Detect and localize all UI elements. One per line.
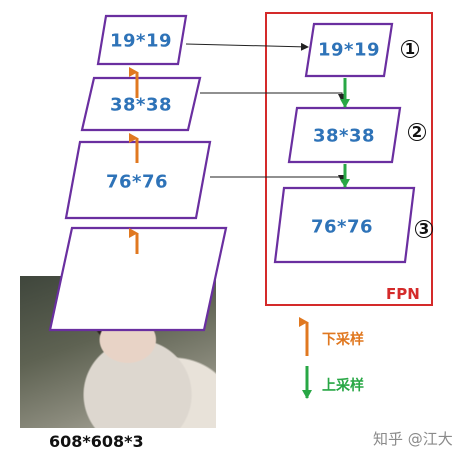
lateral-arrow-38 [200,92,346,102]
lateral-arrow-76 [210,175,346,183]
watermark: 知乎 @江大 [373,430,453,448]
fpn-box-19 [304,22,394,78]
legend-upsample-label: 上采样 [322,378,364,394]
legend-downsample-label: 下采样 [322,332,364,348]
fpn-label-76: 76*76 [310,216,374,238]
level-marker-3: 3 [415,220,433,238]
fpn-label-38: 38*38 [312,125,376,147]
level-marker-1: 1 [401,40,419,58]
left-label-76: 76*76 [105,171,169,193]
fpn-box-38 [287,106,402,164]
left-label-38: 38*38 [109,94,173,116]
lateral-arrow-19 [185,42,309,51]
left-box-76 [64,140,212,220]
left-box-19 [96,14,188,66]
level-marker-2: 2 [408,123,426,141]
fpn-box-76 [273,186,416,264]
input-size-caption: 608*608*3 [49,432,144,451]
fpn-frame [265,12,433,306]
input-box [48,226,228,332]
left-label-19: 19*19 [109,30,173,52]
fpn-title: FPN [386,285,420,303]
fpn-label-19: 19*19 [317,39,381,61]
left-box-38 [80,76,202,132]
